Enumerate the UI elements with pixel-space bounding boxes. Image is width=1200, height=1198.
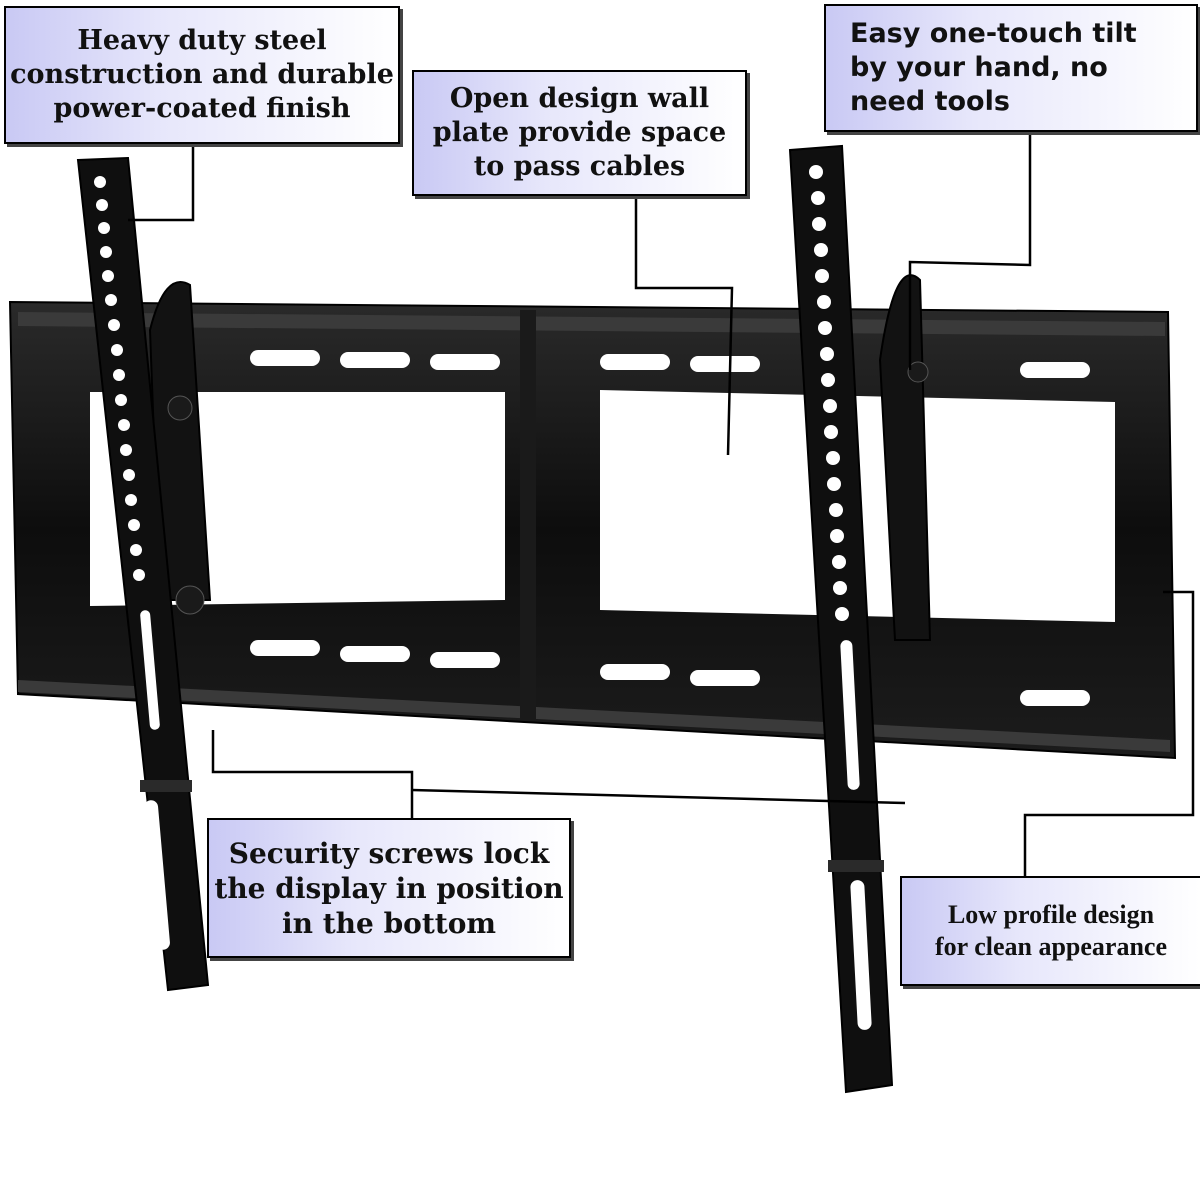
- callout-line: to pass cables: [473, 150, 686, 182]
- callout-line: power-coated finish: [53, 92, 351, 124]
- callout-one-touch-tilt: Easy one-touch tilt by your hand, no nee…: [824, 4, 1198, 132]
- callout-line: by your hand, no: [850, 52, 1108, 84]
- callout-line: Open design wall: [449, 83, 710, 115]
- callout-line: plate provide space: [432, 117, 727, 149]
- leader-lines: [128, 132, 1195, 876]
- callout-line: Security screws lock: [228, 836, 550, 870]
- callout-steel-construction: Heavy duty steel construction and durabl…: [4, 6, 400, 144]
- callout-line: need tools: [850, 85, 1010, 117]
- callout-line: Easy one-touch tilt: [850, 18, 1137, 50]
- top-slots: [250, 350, 1090, 378]
- callout-line: Heavy duty steel: [77, 25, 327, 57]
- callout-line: Low profile design: [947, 899, 1155, 929]
- bottom-slots: [250, 640, 1090, 706]
- callout-security-screws: Security screws lock the display in posi…: [207, 818, 571, 958]
- right-tv-arm: [788, 144, 894, 1094]
- callout-low-profile: Low profile design for clean appearance: [900, 876, 1200, 986]
- left-tv-arm: [76, 156, 210, 992]
- callout-line: construction and durable: [10, 59, 394, 91]
- callout-open-design: Open design wall plate provide space to …: [412, 70, 747, 196]
- tilt-handle-left: [148, 281, 212, 615]
- callout-line: in the bottom: [281, 906, 497, 940]
- callout-line: for clean appearance: [934, 932, 1168, 961]
- tilt-handle-right: [878, 274, 932, 641]
- callout-line: the display in position: [214, 871, 564, 905]
